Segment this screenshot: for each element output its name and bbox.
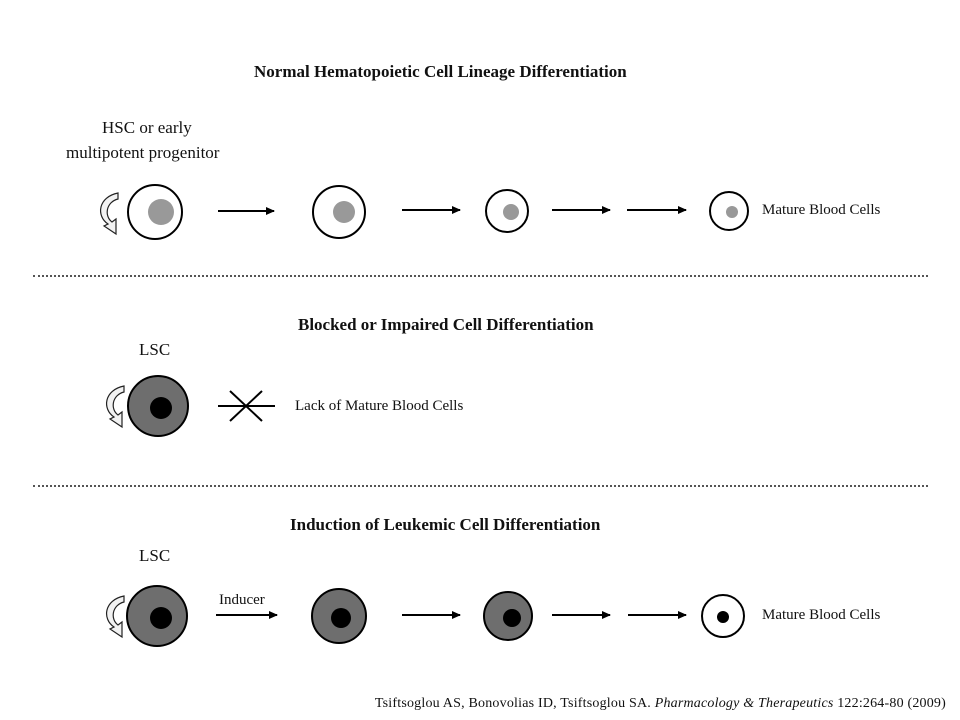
cell-hsc (127, 184, 183, 240)
cell-lsc-induction (126, 585, 188, 647)
title-blocked-differentiation: Blocked or Impaired Cell Differentiation (298, 315, 594, 334)
label-mature-blood-cells-induction: Mature Blood Cells (762, 607, 881, 623)
blocked-arrow-icon (218, 390, 275, 422)
section-divider-1 (33, 275, 928, 277)
label-mature-blood-cells-normal: Mature Blood Cells (762, 202, 881, 218)
citation-details: 122:264-80 (2009) (837, 696, 946, 711)
title-normal-differentiation: Normal Hematopoietic Cell Lineage Differ… (254, 62, 627, 81)
label-hsc-line1: HSC or early (102, 118, 192, 137)
cell-induced-2 (483, 591, 533, 641)
self-renewal-arrow-icon (106, 595, 125, 639)
title-induction-differentiation: Induction of Leukemic Cell Differentiati… (290, 515, 601, 534)
section-divider-2 (33, 485, 928, 487)
label-lsc-induction: LSC (139, 546, 171, 565)
cell-progenitor (312, 185, 366, 239)
label-lsc-blocked: LSC (139, 340, 171, 359)
citation: Tsiftsoglou AS, Bonovolias ID, Tsiftsogl… (375, 696, 946, 712)
label-lack-of-mature-blood-cells: Lack of Mature Blood Cells (295, 398, 464, 414)
cell-lsc-blocked (127, 375, 189, 437)
cell-induced-1 (311, 588, 367, 644)
cell-precursor (485, 189, 529, 233)
label-inducer: Inducer (219, 592, 265, 608)
citation-journal: Pharmacology & Therapeutics (654, 696, 834, 711)
cell-mature-induced (701, 594, 745, 638)
label-hsc-line2: multipotent progenitor (66, 143, 220, 162)
citation-authors: Tsiftsoglou AS, Bonovolias ID, Tsiftsogl… (374, 696, 651, 711)
self-renewal-arrow-icon (106, 385, 125, 429)
cell-mature (709, 191, 749, 231)
self-renewal-arrow-icon (100, 192, 119, 236)
